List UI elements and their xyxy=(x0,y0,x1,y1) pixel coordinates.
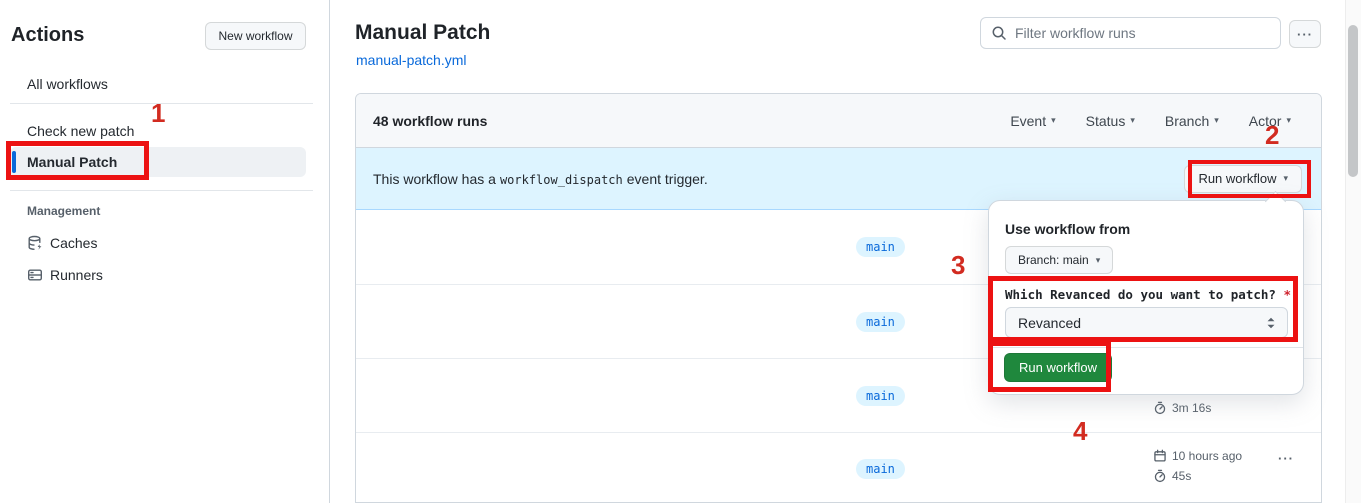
filter-label: Branch xyxy=(1164,112,1210,129)
filter-label: Actor xyxy=(1248,112,1282,129)
input-label-text: Which Revanced do you want to patch? xyxy=(1005,287,1276,302)
duration-text: 45s xyxy=(1172,469,1192,483)
scrollbar-track[interactable] xyxy=(1345,0,1361,503)
required-asterisk: * xyxy=(1283,287,1291,302)
filter-status[interactable]: Status ▾ xyxy=(1086,113,1135,129)
workflow-run-row[interactable]: main xyxy=(356,210,1321,285)
sidebar-item-check-new-patch[interactable]: Check new patch xyxy=(10,116,306,146)
run-workflow-dropdown-button[interactable]: Run workflow ▾ xyxy=(1184,164,1302,193)
workflow-run-row[interactable]: main 10 hours ago 45s ··· xyxy=(356,433,1321,502)
branch-select-button[interactable]: Branch: main ▾ xyxy=(1005,246,1114,274)
sidebar: Actions New workflow All workflows Check… xyxy=(0,0,330,503)
branch-badge[interactable]: main xyxy=(856,237,905,257)
caret-down-icon: ▾ xyxy=(1130,115,1135,125)
management-section-label: Management xyxy=(27,204,101,218)
sidebar-item-label: All workflows xyxy=(27,76,108,92)
branch-badge[interactable]: main xyxy=(856,458,905,479)
cache-icon xyxy=(28,235,42,250)
caret-down-icon: ▾ xyxy=(1095,254,1101,265)
filter-runs-search[interactable] xyxy=(980,17,1281,49)
sidebar-item-label: Caches xyxy=(50,235,98,251)
run-workflow-popover: Use workflow from Branch: main ▾ Which Re… xyxy=(988,200,1304,395)
time-text: 10 hours ago xyxy=(1172,449,1243,463)
select-value: Revanced xyxy=(1018,314,1082,331)
runner-icon xyxy=(28,269,43,281)
run-time: 10 hours ago xyxy=(1153,449,1242,463)
more-options-button[interactable]: ··· xyxy=(1289,20,1321,48)
sidebar-item-caches[interactable]: Caches xyxy=(27,235,97,251)
filter-label: Event xyxy=(1010,112,1047,129)
new-workflow-button[interactable]: New workflow xyxy=(205,22,306,50)
run-duration: 45s xyxy=(1153,469,1191,483)
duration-text: 3m 16s xyxy=(1172,401,1212,415)
sidebar-divider xyxy=(10,190,313,191)
calendar-icon xyxy=(1154,449,1166,462)
banner-text-after: event trigger. xyxy=(626,170,708,187)
sidebar-divider xyxy=(10,103,313,104)
sidebar-title: Actions xyxy=(11,24,85,46)
caret-down-icon: ▾ xyxy=(1286,115,1291,125)
sidebar-item-manual-patch[interactable]: Manual Patch xyxy=(10,147,306,177)
scrollbar-thumb[interactable] xyxy=(1348,25,1358,177)
workflow-file-link[interactable]: manual-patch.yml xyxy=(356,52,467,68)
stopwatch-icon xyxy=(1154,469,1166,483)
workflow-dispatch-code: workflow_dispatch xyxy=(499,172,623,187)
search-input[interactable] xyxy=(1015,25,1270,41)
workflow-run-row[interactable]: main 3m 16s xyxy=(356,359,1321,433)
caret-down-icon: ▾ xyxy=(1283,173,1288,183)
sidebar-item-all-workflows[interactable]: All workflows xyxy=(10,69,306,99)
revanced-select[interactable]: Revanced xyxy=(1005,307,1288,338)
run-duration: 3m 16s xyxy=(1153,401,1211,415)
sidebar-item-label: Check new patch xyxy=(27,123,135,139)
branch-select-label: Branch: main xyxy=(1018,253,1089,267)
sidebar-item-label: Manual Patch xyxy=(27,154,118,170)
filter-branch[interactable]: Branch ▾ xyxy=(1165,113,1219,129)
filter-label: Status xyxy=(1085,112,1126,129)
search-icon xyxy=(992,26,1006,40)
popover-divider xyxy=(989,347,1303,348)
run-workflow-label: Run workflow xyxy=(1198,171,1277,186)
runs-card-header: 48 workflow runs Event ▾ Status ▾ Branch ▾ … xyxy=(356,94,1321,148)
caret-down-icon: ▾ xyxy=(1214,115,1219,125)
caret-down-icon: ▾ xyxy=(1051,115,1056,125)
use-workflow-from-label: Use workflow from xyxy=(1005,221,1131,237)
sidebar-item-runners[interactable]: Runners xyxy=(27,267,103,283)
branch-badge[interactable]: main xyxy=(856,385,905,406)
branch-badge[interactable]: main xyxy=(856,311,905,332)
workflow-input-label: Which Revanced do you want to patch? * xyxy=(1005,287,1291,302)
sidebar-item-label: Runners xyxy=(50,267,103,283)
run-row-menu-button[interactable]: ··· xyxy=(1278,451,1294,466)
run-filters: Event ▾ Status ▾ Branch ▾ Actor ▾ xyxy=(1010,113,1291,129)
up-down-icon xyxy=(1267,317,1275,328)
stopwatch-icon xyxy=(1154,401,1166,415)
selected-item-accent-bar xyxy=(12,151,16,173)
runs-count: 48 workflow runs xyxy=(373,112,488,129)
filter-event[interactable]: Event ▾ xyxy=(1010,113,1055,129)
page-title: Manual Patch xyxy=(355,21,491,44)
workflow-run-row[interactable]: main xyxy=(356,285,1321,359)
run-workflow-submit-button[interactable]: Run workflow xyxy=(1004,353,1113,382)
banner-text-before: This workflow has a xyxy=(373,170,496,187)
filter-actor[interactable]: Actor ▾ xyxy=(1249,113,1291,129)
